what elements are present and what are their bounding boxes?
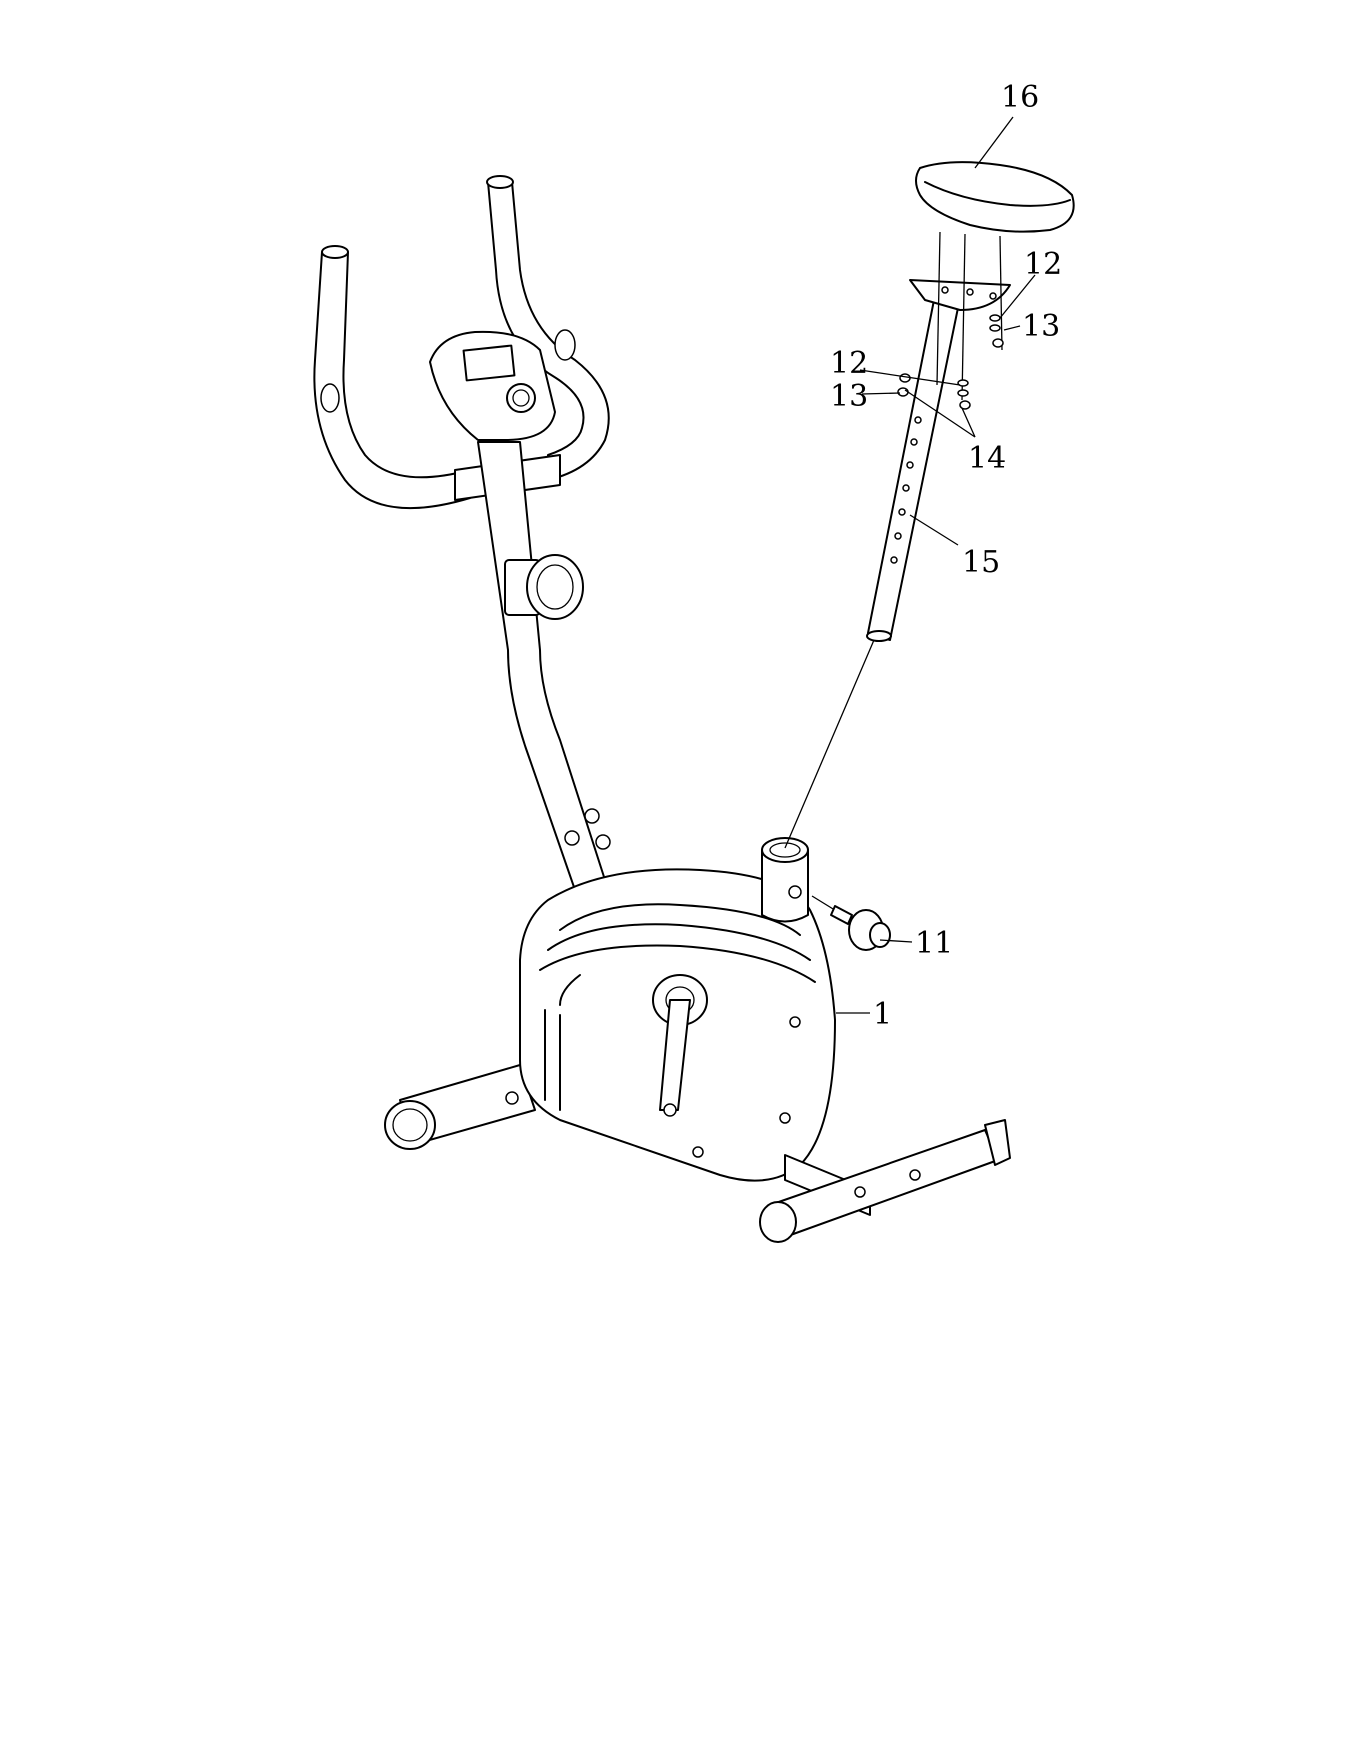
part-label-16: 16: [1001, 80, 1039, 115]
part-label-11: 11: [915, 926, 953, 961]
part-label-12-top: 12: [1024, 247, 1062, 282]
console: [430, 332, 555, 440]
part-label-13-left: 13: [830, 379, 868, 414]
seat-post: [785, 295, 960, 848]
part-label-14: 14: [968, 441, 1006, 476]
seat-bracket: [910, 280, 1010, 310]
part-label-1: 1: [873, 997, 892, 1032]
leader-lines: [836, 117, 1035, 1013]
rear-stabilizer: [385, 1065, 535, 1149]
part-label-13-top: 13: [1022, 309, 1060, 344]
part-label-12-left: 12: [830, 346, 868, 381]
part-label-15: 15: [962, 545, 1000, 580]
adjustment-knob: [812, 896, 890, 950]
front-upright: [478, 442, 610, 890]
main-frame: [520, 838, 835, 1181]
